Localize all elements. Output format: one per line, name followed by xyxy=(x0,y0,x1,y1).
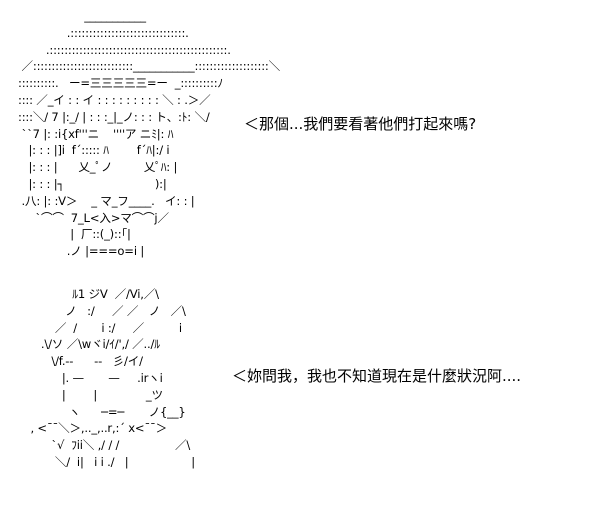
speech-line-bottom: ＜妳問我，我也不知道現在是什麼狀況阿.... xyxy=(232,367,522,385)
ascii-art-line: ﾙ1 ジV ／/Vi,／\ xyxy=(20,287,159,301)
ascii-art-line: .:::::::::::::::::::::::::::::::::::::::… xyxy=(18,42,231,57)
ascii-art-line: ::::::::::. ー=三三三三三=ー _::::::::::ﾉ xyxy=(18,76,224,91)
ascii-art-line: ::::＼/ 7 |:_/ | : : :_|_ノ: : : ト、:ﾄ: ＼/ xyxy=(18,109,210,124)
ascii-art-line: |: : : |┐ ):| xyxy=(18,176,167,191)
ascii-art-line: `⌒⌒ 7_L<入>マ⌒⌒j／ xyxy=(18,210,169,225)
ascii-art-line: .ノ |===o=i | xyxy=(18,244,145,259)
ascii-art-line: :::: ／_イ : : イ : : : : : : : : : ＼ : .＞／ xyxy=(18,92,211,107)
ascii-art-line: | | _ツ xyxy=(20,387,163,402)
ascii-art-top-character: ___________ .:::::::::::::::::::::::::::… xyxy=(18,8,280,260)
ascii-art-line: |: : : | 乂_ﾟノ 乂ﾟﾊ: | xyxy=(18,160,178,175)
ascii-art-line: ___________ xyxy=(18,9,146,23)
ascii-art-bottom-character: ﾙ1 ジV ／/Vi,／\ ノ :/ ／ ／ ノ ／\ ／ / i :/ ／ i… xyxy=(20,286,195,471)
ascii-art-line: \/f.-- -- 彡/イ/ xyxy=(20,354,143,369)
ascii-art-line: , <¯¯＼＞,.._,..r,:´ x<¯¯＞ xyxy=(20,421,168,436)
ascii-art-line: .八: |: :V＞ _ マ_フ____. イ: : | xyxy=(18,193,195,208)
ascii-art-line: ヽ ─=─ ノ{__} xyxy=(20,404,186,419)
ascii-art-line: .\/ソ ／\wヾi/ｲ/',/ ／../ﾙ xyxy=(20,337,160,352)
ascii-art-line: ／ / i :/ ／ i xyxy=(20,320,182,335)
ascii-art-line: ``7 |: :i{xf'''ニ ''''ア ニﾐ|: ﾊ xyxy=(18,126,174,141)
ascii-art-line: ノ :/ ／ ／ ノ ／\ xyxy=(20,303,186,318)
speech-line-top: ＜那個...我們要看著他們打起來嗎? xyxy=(244,115,477,133)
ascii-art-line: |: : : |]i f´::::: ﾊ f´ﾊ|:/ i xyxy=(18,143,170,158)
ascii-art-line: .:::::::::::::::::::::::::::::::. xyxy=(18,25,189,40)
ascii-art-line: |. — — .irヽi xyxy=(20,370,163,385)
ascii-art-line: ／:::::::::::::::::::::::::::___________:… xyxy=(18,59,281,74)
ascii-art-line: | 厂::(_)::｢| xyxy=(18,227,131,242)
ascii-art-line: `√ ﾌii＼ ,/ / / ／\ xyxy=(20,438,191,453)
ascii-art-line: ＼/ i| i i ./ | | xyxy=(20,454,195,469)
